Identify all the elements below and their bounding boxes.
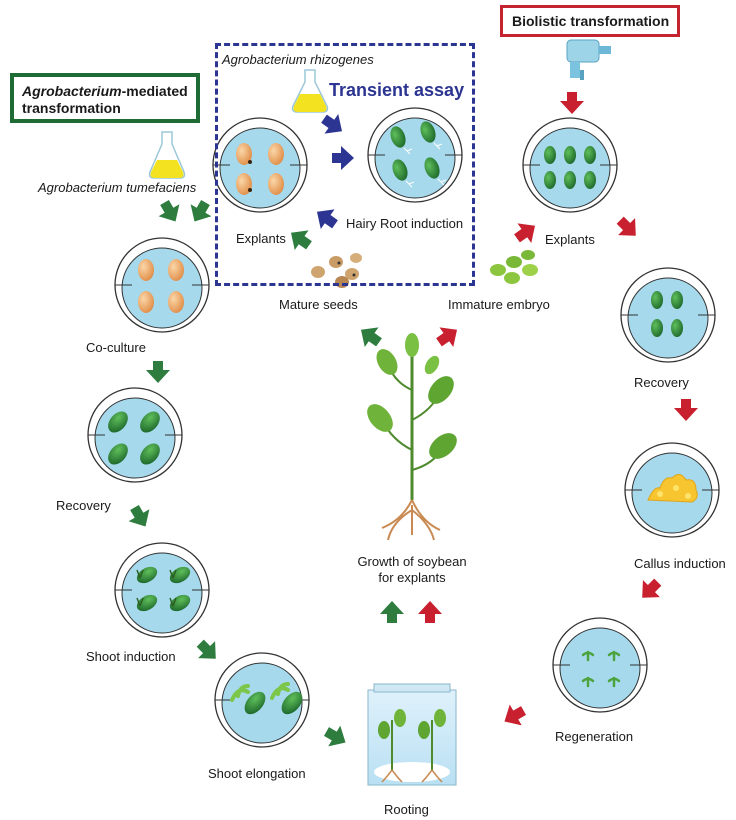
process-arrows	[128, 92, 698, 747]
arrow-embryo-to-explants	[514, 223, 536, 243]
biolistic-label: Biolistic transformation	[512, 13, 670, 29]
coculture-label: Co-culture	[86, 340, 146, 355]
arrow-tumefaciens-1	[158, 199, 180, 222]
dish-coculture	[114, 237, 210, 333]
dish-recovery-right	[620, 267, 716, 363]
arrow-coculture-recovery	[146, 361, 170, 383]
dish-shoot-induction	[114, 542, 210, 638]
agro-box-line2: transformation	[22, 100, 121, 116]
arrow-blue-3	[316, 209, 338, 229]
immature-embryo-label: Immature embryo	[448, 297, 550, 312]
arrow-recovery-callus	[674, 399, 698, 421]
flask-icon-tumefaciens	[148, 131, 186, 179]
rhizogenes-label: Agrobacterium rhizogenes	[222, 52, 374, 67]
growth-label: Growth of soybean for explants	[345, 554, 479, 586]
arrow-explants-recovery	[616, 216, 636, 236]
arrow-callus-regeneration	[642, 578, 662, 598]
arrow-to-rooting-red	[504, 704, 527, 726]
dish-regeneration	[552, 617, 648, 713]
biolistic-method-box: Biolistic transformation	[500, 5, 680, 37]
immature-embryo-icon	[490, 250, 538, 284]
arrow-shoot-elongation	[196, 639, 216, 659]
hairy-root-label: Hairy Root induction	[346, 216, 464, 231]
explants-left-label: Explants	[236, 231, 286, 246]
agro-box-rest: -mediated	[121, 83, 188, 99]
transient-assay-box	[215, 43, 475, 286]
transient-assay-title: Transient assay	[329, 80, 465, 100]
arrow-plant-to-embryo	[436, 327, 458, 347]
mature-seeds-label: Mature seeds	[279, 297, 358, 312]
agro-box-italic: Agrobacterium	[22, 83, 122, 99]
arrow-growth-green	[380, 601, 404, 623]
recovery-left-label: Recovery	[56, 498, 111, 513]
arrow-tumefaciens-2	[190, 199, 212, 222]
growth-line1: Growth of soybean	[357, 554, 467, 569]
recovery-right-label: Recovery	[634, 375, 689, 390]
explants-right-label: Explants	[545, 232, 595, 247]
agrobacterium-method-box: Agrobacterium-mediated transformation	[10, 73, 200, 123]
shoot-induction-label: Shoot induction	[86, 649, 176, 664]
dish-shoot-elongation	[214, 652, 310, 748]
arrow-to-rooting	[323, 725, 346, 747]
dish-explants-right	[522, 117, 618, 213]
arrow-growth-red	[418, 601, 442, 623]
dish-callus	[624, 442, 720, 538]
rooting-box-icon	[367, 683, 457, 786]
arrow-blue-2	[332, 146, 354, 170]
arrow-blue-1	[321, 114, 343, 134]
growth-line2: for explants	[378, 570, 446, 585]
callus-induction-label: Callus induction	[634, 556, 726, 571]
soybean-plant-icon	[367, 333, 457, 541]
tumefaciens-label: Agrobacterium tumefaciens	[38, 180, 197, 195]
arrow-gun-to-explants	[560, 92, 584, 114]
dish-hairy-root	[367, 107, 463, 203]
dish-explants-left	[212, 117, 308, 213]
rooting-label: Rooting	[384, 802, 429, 817]
shoot-elongation-label: Shoot elongation	[208, 766, 306, 781]
gene-gun-icon	[566, 39, 611, 80]
flask-icon-rhizogenes	[291, 69, 329, 113]
arrow-recovery-shoot	[128, 504, 150, 527]
arrow-seeds-to-explants	[290, 230, 312, 250]
arrow-plant-to-seeds	[360, 327, 382, 347]
regeneration-label: Regeneration	[555, 729, 634, 744]
dish-recovery-left	[87, 387, 183, 483]
